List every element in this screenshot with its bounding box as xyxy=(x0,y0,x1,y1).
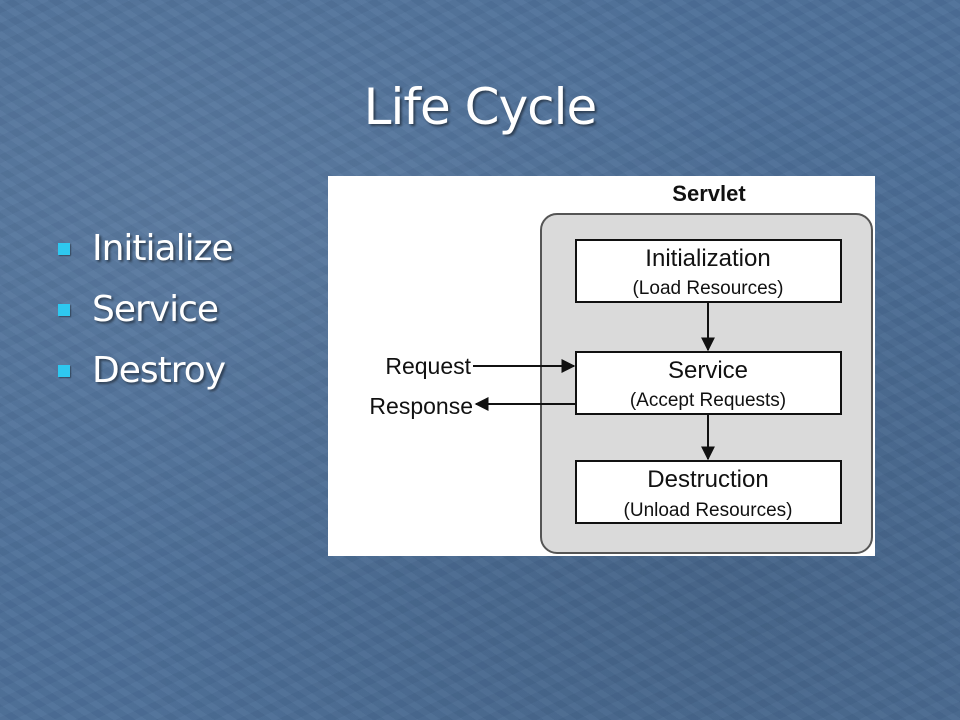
initialization-detail: (Load Resources) xyxy=(632,278,783,299)
bullet-service: Service xyxy=(58,279,233,340)
bullet-label: Destroy xyxy=(92,350,226,391)
bullet-list: Initialize Service Destroy xyxy=(58,218,234,401)
destruction-detail: (Unload Resources) xyxy=(624,500,793,521)
response-label: Response xyxy=(369,393,473,419)
bullet-initialize: Initialize xyxy=(58,218,234,279)
square-bullet-icon xyxy=(58,364,70,377)
servlet-lifecycle-diagram: Servlet Initialization (Load Resources) … xyxy=(328,176,875,556)
slide-title: Life Cycle xyxy=(363,78,598,136)
initialization-title: Initialization xyxy=(645,245,770,272)
destruction-title: Destruction xyxy=(647,466,768,493)
service-box xyxy=(575,351,842,415)
square-bullet-icon xyxy=(58,303,70,316)
service-title: Service xyxy=(668,357,748,384)
bullet-label: Service xyxy=(92,289,219,330)
bullet-destroy: Destroy xyxy=(58,340,233,401)
servlet-label: Servlet xyxy=(672,181,746,206)
destruction-box xyxy=(575,460,842,524)
bullet-label: Initialize xyxy=(92,228,234,269)
square-bullet-icon xyxy=(58,242,70,255)
diagram-canvas: Servlet Initialization (Load Resources) … xyxy=(369,181,873,554)
initialization-box xyxy=(575,239,842,303)
request-label: Request xyxy=(385,353,471,379)
service-detail: (Accept Requests) xyxy=(630,390,786,411)
